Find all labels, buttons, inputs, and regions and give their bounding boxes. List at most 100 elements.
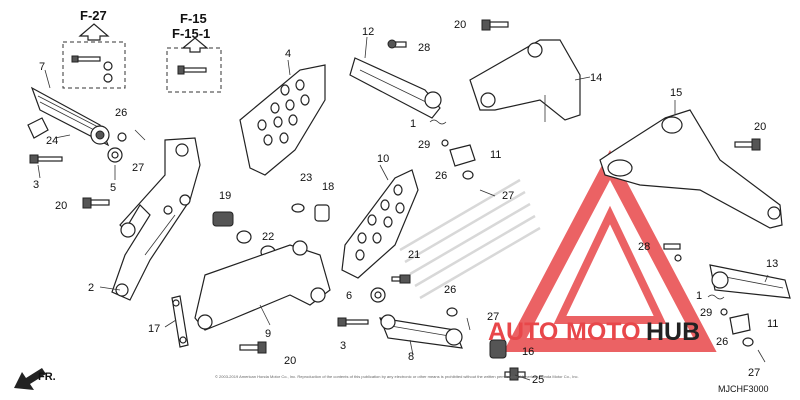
- label-11-upper: 11: [490, 149, 501, 161]
- label-3-left: 3: [33, 179, 39, 191]
- part-21-bolt: [391, 274, 411, 284]
- part-20-bolt-upper: [481, 19, 509, 31]
- part-6-spring: [370, 287, 386, 303]
- watermark-triangle: [503, 150, 717, 352]
- bolt-f15: [177, 65, 207, 75]
- part-1-spring-right: [707, 294, 725, 300]
- honda-wing-watermark: [399, 178, 541, 300]
- part-28-pin-upper: [387, 39, 407, 49]
- label-6: 6: [346, 290, 352, 302]
- label-18: 18: [322, 181, 334, 193]
- copyright-text: © 2003-2019 American Honda Motor Co., In…: [215, 374, 579, 379]
- part-3-pin-right: [337, 317, 369, 327]
- label-24: 24: [46, 135, 58, 147]
- label-1-upper: 1: [410, 118, 416, 130]
- label-28-upper: 28: [418, 42, 430, 54]
- part-3-pin-left: [29, 154, 63, 164]
- part-8-footpeg: [379, 314, 463, 349]
- front-label: FR.: [38, 371, 56, 383]
- part-23-washer: [291, 203, 305, 213]
- part-17-guide: [171, 295, 189, 348]
- part-28-pin-right: [663, 243, 682, 262]
- part-29-ball-right: [720, 308, 728, 316]
- part-2-bracket: [111, 137, 201, 301]
- label-19: 19: [219, 190, 231, 202]
- part-9-pillion-bracket: [194, 240, 331, 331]
- part-14-pillion-bracket: [469, 39, 581, 122]
- label-26-left: 26: [115, 107, 127, 119]
- label-1-right: 1: [696, 290, 702, 302]
- part-7-footpeg: [30, 86, 110, 147]
- part-10-heel-guard: [341, 169, 419, 279]
- part-26-washer-right: [742, 337, 754, 347]
- label-29-right: 29: [700, 307, 712, 319]
- label-22: 22: [262, 231, 274, 243]
- label-27-upper: 27: [502, 190, 514, 202]
- label-27-left: 27: [132, 162, 144, 174]
- part-4-heel-guard: [239, 64, 326, 176]
- watermark-auto: AUTO: [488, 318, 558, 346]
- ref-f15: F-15: [180, 11, 207, 26]
- part-20-bolt-left: [82, 197, 110, 209]
- part-26-washer-lower: [446, 307, 458, 317]
- label-23: 23: [300, 172, 312, 184]
- label-20-bottom: 20: [284, 355, 296, 367]
- part-24-clip: [27, 117, 49, 139]
- leader-lines: [37, 36, 769, 381]
- label-26-upper: 26: [435, 170, 447, 182]
- watermark-logo: [503, 150, 717, 352]
- part-20-bolt-bottom: [239, 341, 267, 354]
- label-14: 14: [590, 72, 602, 84]
- label-26-lower: 26: [444, 284, 456, 296]
- label-29-upper: 29: [418, 139, 430, 151]
- label-9: 9: [265, 328, 271, 340]
- label-21: 21: [408, 249, 420, 261]
- label-11-right: 11: [767, 318, 778, 330]
- watermark-text: AUTO MOTO HUB: [488, 318, 700, 346]
- part-29-ball-upper: [441, 139, 449, 147]
- ref-box-f15: F-15 F-15-1: [166, 11, 222, 93]
- part-15-right-bracket: [599, 109, 783, 229]
- label-27-right: 27: [748, 367, 760, 379]
- part-27-pin-left: [134, 129, 146, 141]
- label-26-right: 26: [716, 336, 728, 348]
- label-17: 17: [148, 323, 160, 335]
- label-20-upper: 20: [454, 19, 466, 31]
- label-7: 7: [39, 61, 45, 73]
- label-28-right: 28: [638, 241, 650, 253]
- bolt-f27: [71, 55, 113, 83]
- part-19-spacer: [212, 211, 234, 227]
- part-12-footpeg: [349, 57, 442, 119]
- ref-f27: F-27: [80, 8, 107, 23]
- label-20-left: 20: [55, 200, 67, 212]
- watermark-hub: HUB: [646, 318, 700, 346]
- label-2: 2: [88, 282, 94, 294]
- label-13: 13: [766, 258, 778, 270]
- label-3-right: 3: [340, 340, 346, 352]
- part-27-pin-right: [757, 349, 766, 363]
- ref-box-f27: F-27: [62, 8, 126, 89]
- part-25-bolt: [504, 367, 526, 381]
- watermark-moto: MOTO: [566, 318, 641, 346]
- part-11-holder-right: [729, 313, 751, 335]
- diagram-code: MJCHF3000: [718, 384, 769, 394]
- part-26-washer-left: [117, 132, 127, 142]
- part-26-washer-upper: [462, 170, 474, 180]
- label-5: 5: [110, 182, 116, 194]
- label-12: 12: [362, 26, 374, 38]
- part-13-footpeg: [709, 264, 791, 299]
- part-5-spring: [107, 147, 123, 163]
- front-arrow: FR.: [14, 368, 56, 390]
- label-4: 4: [285, 48, 291, 60]
- label-27-lower: 27: [487, 311, 499, 323]
- callout-labels: 7 24 3 5 26 27 20 4 19 22 23 18 2 17 9 2…: [33, 19, 778, 386]
- part-27-pin-upper: [479, 189, 496, 197]
- label-8: 8: [408, 351, 414, 363]
- label-15: 15: [670, 87, 682, 99]
- part-11-holder-upper: [449, 144, 476, 167]
- part-1-spring-upper: [429, 119, 447, 125]
- part-18-collar: [314, 204, 330, 222]
- ref-f15-1: F-15-1: [172, 26, 210, 41]
